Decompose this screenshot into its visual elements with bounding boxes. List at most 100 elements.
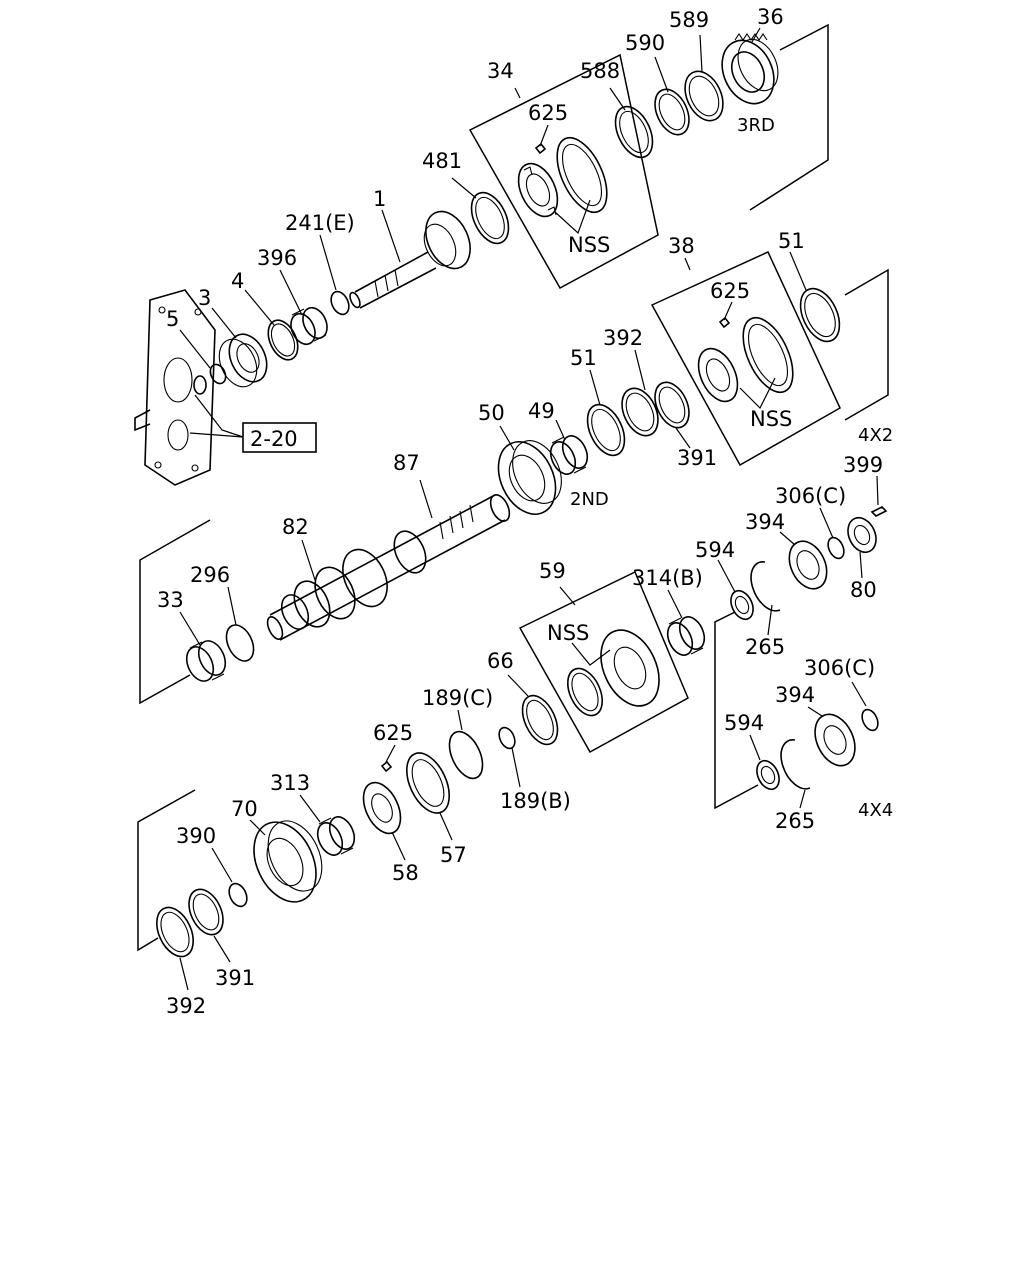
label-38: 38 xyxy=(668,234,695,258)
reference-box[interactable]: 2-20 xyxy=(242,422,317,453)
part-589-ring xyxy=(684,70,724,122)
part-82-main-shaft xyxy=(266,494,511,641)
group-bracket-lower xyxy=(137,789,196,952)
part-396-needle-bearing xyxy=(290,306,328,346)
part-306c-snap-ring-b xyxy=(861,708,879,732)
part-50-gear xyxy=(497,440,562,515)
part-58-hub xyxy=(362,781,402,835)
label-314b: 314(B) xyxy=(632,566,703,590)
part-34-synchro-assembly xyxy=(517,136,608,218)
part-391-ring-b xyxy=(188,888,224,936)
part-265-snap-ring-a xyxy=(750,561,781,612)
label-306c-a: 306(C) xyxy=(775,484,846,508)
label-33: 33 xyxy=(157,588,184,612)
label-313: 313 xyxy=(270,771,310,795)
part-4-ring xyxy=(267,319,299,361)
part-189b-ring xyxy=(498,726,516,750)
label-nss-1: NSS xyxy=(568,233,610,257)
label-4: 4 xyxy=(231,269,244,293)
part-594-ring-b xyxy=(756,759,780,791)
part-481-ring xyxy=(470,191,510,245)
label-391-b: 391 xyxy=(215,966,255,990)
part-394-ball-bearing-b xyxy=(814,713,856,767)
label-394-b: 394 xyxy=(775,683,815,707)
part-313-needle-bearing xyxy=(316,816,356,856)
part-70-gear xyxy=(253,820,323,903)
label-70: 70 xyxy=(231,797,258,821)
group-bracket-upper-shaft xyxy=(139,519,211,705)
part-1-input-shaft xyxy=(349,210,471,309)
part-390-ring xyxy=(228,882,248,908)
label-66: 66 xyxy=(487,649,514,673)
label-58: 58 xyxy=(392,861,419,885)
part-392-ring-a xyxy=(621,387,659,437)
part-51-synchro-ring-a xyxy=(799,287,841,343)
label-189b: 189(B) xyxy=(500,789,571,813)
label-nss-2: NSS xyxy=(750,407,792,431)
label-87: 87 xyxy=(393,451,420,475)
group-box-34 xyxy=(468,53,659,290)
label-1: 1 xyxy=(373,187,386,211)
part-3-ball-bearing xyxy=(218,333,268,388)
label-588: 588 xyxy=(580,59,620,83)
label-589: 589 xyxy=(669,8,709,32)
part-594-ring-a xyxy=(730,589,754,621)
part-38-synchro-assembly xyxy=(697,316,794,403)
label-34: 34 xyxy=(487,59,514,83)
part-241e-snap-ring xyxy=(330,290,350,316)
label-296: 296 xyxy=(190,563,230,587)
part-296-ring xyxy=(225,624,255,662)
part-588-synchro-ring xyxy=(614,105,654,159)
part-590-ring xyxy=(654,88,690,136)
label-59: 59 xyxy=(539,559,566,583)
part-392-ring-b xyxy=(156,906,194,958)
label-2nd: 2ND xyxy=(570,489,609,510)
label-57: 57 xyxy=(440,843,467,867)
label-392-a: 392 xyxy=(603,326,643,350)
part-49-needle-bearing xyxy=(549,435,589,475)
group-bracket-4x2 xyxy=(844,268,889,421)
label-594-a: 594 xyxy=(695,538,735,562)
part-625-key-a xyxy=(534,142,547,155)
label-3rd: 3RD xyxy=(737,115,775,136)
label-625-b: 625 xyxy=(710,279,750,303)
part-57-sleeve xyxy=(406,752,450,814)
part-80-bearing xyxy=(847,516,877,554)
part-306c-snap-ring-a xyxy=(827,536,845,560)
label-51-b: 51 xyxy=(570,346,597,370)
label-396: 396 xyxy=(257,246,297,270)
leader-lines xyxy=(179,27,879,991)
label-625-c: 625 xyxy=(373,721,413,745)
label-594-b: 594 xyxy=(724,711,764,735)
label-306c-b: 306(C) xyxy=(804,656,875,680)
part-66-synchro-ring xyxy=(521,694,559,746)
label-189c: 189(C) xyxy=(422,686,493,710)
part-625-key-b xyxy=(718,316,731,329)
label-51-a: 51 xyxy=(778,229,805,253)
part-265-snap-ring-b xyxy=(780,739,811,790)
label-50: 50 xyxy=(478,401,505,425)
part-33-needle-bearing xyxy=(185,640,227,682)
front-bearing-retainer xyxy=(134,289,216,486)
part-labels: 36 589 590 588 34 3RD 625 481 1 NSS 241(… xyxy=(157,5,893,1018)
part-394-ball-bearing-a xyxy=(788,540,828,590)
label-265-a: 265 xyxy=(745,635,785,659)
part-5-snap-ring xyxy=(209,363,227,385)
label-590: 590 xyxy=(625,31,665,55)
part-314b-needle-bearing xyxy=(666,616,706,656)
group-box-38 xyxy=(650,251,841,467)
part-51-synchro-ring-b xyxy=(586,403,626,457)
label-392-b: 392 xyxy=(166,994,206,1018)
label-391-a: 391 xyxy=(677,446,717,470)
part-399-key xyxy=(870,506,888,517)
group-bracket-3rd xyxy=(749,23,829,211)
label-36: 36 xyxy=(757,5,784,29)
label-265-b: 265 xyxy=(775,809,815,833)
label-625-a: 625 xyxy=(528,101,568,125)
label-4x4: 4X4 xyxy=(858,800,893,821)
label-4x2: 4X2 xyxy=(858,425,893,446)
label-394-a: 394 xyxy=(745,510,785,534)
label-82: 82 xyxy=(282,515,309,539)
part-189c-ring xyxy=(448,730,484,780)
